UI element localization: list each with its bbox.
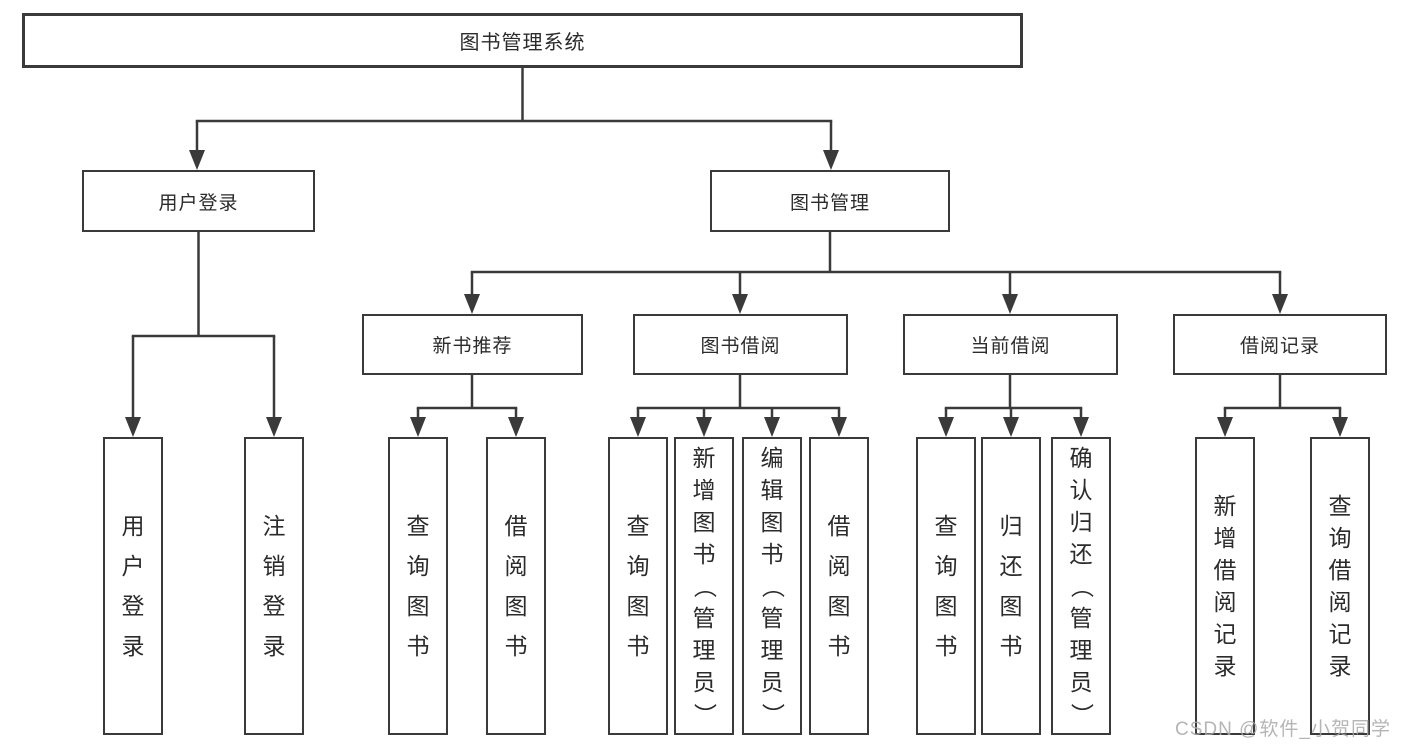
node-current-borrow: 当前借阅 <box>903 314 1118 375</box>
node-user-login: 用户登录 <box>82 170 315 232</box>
leaf-query-books-current: 查询图书 <box>916 437 976 735</box>
watermark: CSDN @软件_小贺同学 <box>1175 719 1391 740</box>
leaf-query-books-recommend: 查询图书 <box>388 437 448 735</box>
leaf-edit-book-admin: 编辑图书（管理员） <box>742 437 802 735</box>
leaf-borrow-books-recommend: 借阅图书 <box>486 437 546 735</box>
leaf-return-book: 归还图书 <box>981 437 1041 735</box>
leaf-confirm-return-admin: 确认归还（管理员） <box>1051 437 1111 735</box>
node-new-book-recommend: 新书推荐 <box>362 314 583 375</box>
node-root: 图书管理系统 <box>22 13 1023 68</box>
node-book-borrow: 图书借阅 <box>633 314 848 375</box>
leaf-add-book-admin: 新增图书（管理员） <box>674 437 734 735</box>
node-book-management: 图书管理 <box>710 170 950 232</box>
leaf-user-login: 用户登录 <box>103 437 163 735</box>
node-borrow-records: 借阅记录 <box>1173 314 1387 375</box>
leaf-logout: 注销登录 <box>244 437 304 735</box>
leaf-borrow-books: 借阅图书 <box>809 437 869 735</box>
leaf-add-borrow-record: 新增借阅记录 <box>1195 437 1255 735</box>
leaf-query-books-borrow: 查询图书 <box>608 437 668 735</box>
leaf-query-borrow-record: 查询借阅记录 <box>1310 437 1370 735</box>
